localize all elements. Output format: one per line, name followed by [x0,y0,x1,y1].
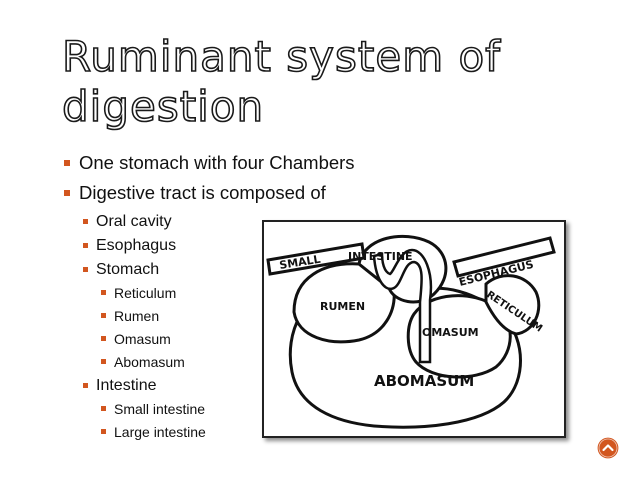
bullet-square-icon [101,290,106,295]
bullet-item: One stomach with four Chambers [62,152,355,182]
slide-title: Ruminant system of digestion [61,31,522,132]
label-small: SMALL [278,253,321,272]
sub-bullet-item: Stomach [62,260,355,284]
label-intestine: INTESTINE [348,250,413,263]
omasum-shape [406,294,512,379]
chevron-up-icon [596,436,620,460]
sub-sub-bullet-item: Reticulum [62,284,355,307]
small-intestine-tube [266,242,366,276]
bullet-square-icon [83,219,88,224]
label-abomasum: ABOMASUM [374,372,474,390]
bullet-square-icon [101,359,106,364]
sub-bullet-text: Stomach [96,261,160,278]
slide-nav-button[interactable] [596,436,620,460]
sub-sub-bullet-item: Omasum [62,330,355,353]
sub-sub-bullet-text: Small intestine [114,401,206,417]
reticulum-shape [484,274,541,336]
slide-title-line2: digestion [61,81,265,132]
sub-bullet-text: Esophagus [96,237,177,254]
bullet-text: Digestive tract is composed of [79,182,326,203]
bullet-list: One stomach with four Chambers Digestive… [62,152,355,446]
sub-bullet-item: Oral cavity [62,212,355,236]
sub-sub-bullet-text: Rumen [114,308,160,324]
bullet-square-icon [101,313,106,318]
label-omasum: OMASUM [422,326,479,339]
sub-bullet-text: Intestine [96,377,157,394]
stomach-diagram: SMALL INTESTINE ESOPHAGUS RETICULUM RUME… [262,220,566,438]
bullet-square-icon [64,160,70,166]
intestine-loop [372,248,433,364]
sub-sub-bullet-item: Small intestine [62,400,355,423]
bullet-text: One stomach with four Chambers [79,152,355,173]
sub-sub-bullet-item: Rumen [62,307,355,330]
sub-sub-bullet-text: Large intestine [114,424,206,440]
bullet-square-icon [83,243,88,248]
sub-sub-bullet-text: Omasum [114,331,171,347]
bullet-square-icon [83,383,88,388]
slide-title-line1: Ruminant system of [61,31,501,82]
sub-sub-bullet-text: Abomasum [114,354,185,370]
bullet-square-icon [64,190,70,196]
sub-sub-bullet-item: Abomasum [62,353,355,376]
bullet-square-icon [101,406,106,411]
label-rumen: RUMEN [320,300,365,313]
sub-bullet-item: Intestine [62,376,355,400]
bullet-square-icon [101,429,106,434]
sub-bullet-item: Esophagus [62,236,355,260]
sub-sub-bullet-text: Reticulum [114,285,177,301]
sub-bullet-text: Oral cavity [96,213,172,230]
bullet-square-icon [83,267,88,272]
bullet-square-icon [101,336,106,341]
esophagus-tube [452,236,556,278]
sub-sub-bullet-item: Large intestine [62,423,355,446]
bullet-item: Digestive tract is composed of [62,182,355,212]
stomach-diagram-drawing: SMALL INTESTINE ESOPHAGUS RETICULUM RUME… [266,234,556,429]
